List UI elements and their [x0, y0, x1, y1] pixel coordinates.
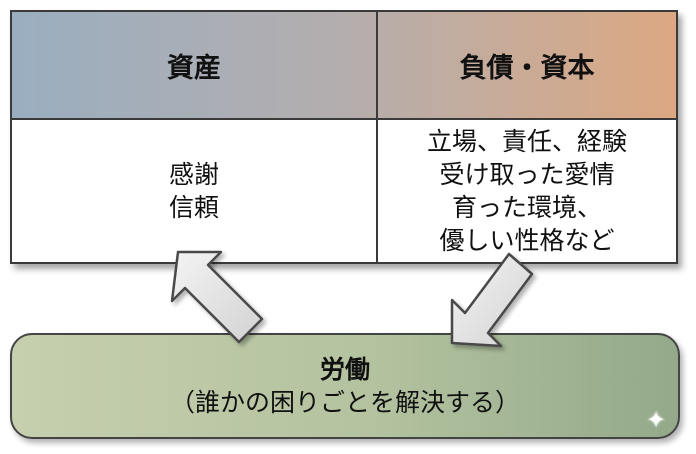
labor-title: 労働 [319, 355, 370, 384]
table-header-row [12, 12, 676, 120]
liabilities-item: 立場、責任、経験 [426, 127, 627, 156]
arrow-up-left-icon [170, 250, 264, 344]
balance-sheet-table: 資産 負債・資本 感謝 信頼 立場、責任、経験 受け取った愛情 育った環境、 優… [10, 10, 678, 264]
liabilities-cell: 立場、責任、経験 受け取った愛情 育った環境、 優しい性格など [378, 120, 676, 262]
liabilities-item: 優しい性格など [439, 226, 615, 255]
column-divider [376, 12, 378, 262]
labor-box: 労働 （誰かの困りごとを解決する） [10, 333, 680, 439]
sparkle-icon: ✦ [646, 406, 667, 434]
liabilities-item: 育った環境、 [451, 193, 602, 222]
liabilities-item: 受け取った愛情 [439, 160, 615, 189]
liabilities-header: 負債・資本 [459, 52, 595, 84]
assets-item: 信頼 [168, 193, 219, 222]
assets-item: 感謝 [168, 160, 219, 189]
assets-cell: 感謝 信頼 [12, 120, 376, 262]
labor-subtitle: （誰かの困りごとを解決する） [169, 388, 520, 417]
assets-header: 資産 [167, 52, 221, 84]
